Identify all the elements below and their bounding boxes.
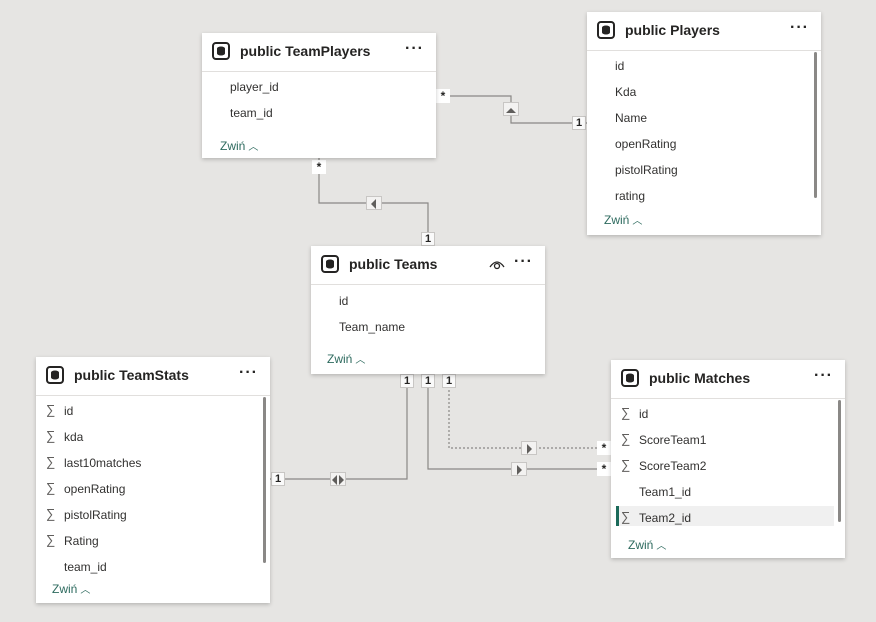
field-team-name[interactable]: Team_name: [339, 320, 406, 334]
field-team2-id[interactable]: Team2_id: [639, 511, 692, 525]
sigma-icon: ∑: [46, 480, 56, 495]
collapse-button[interactable]: Zwiń︿: [220, 138, 258, 153]
sigma-icon: ∑: [46, 402, 56, 417]
database-icon: [621, 369, 639, 387]
field-score-team1[interactable]: ScoreTeam1: [639, 433, 707, 447]
field-score-team2[interactable]: ScoreTeam2: [639, 459, 707, 473]
rel-line-teams-matches-inactive: [448, 374, 611, 449]
chevron-up-icon: ︿: [355, 355, 366, 366]
collapse-label: Zwiń: [604, 213, 630, 227]
scrollbar[interactable]: [814, 52, 817, 198]
database-icon: [321, 255, 339, 273]
cardinality-many: *: [597, 462, 611, 476]
collapse-button[interactable]: Zwiń︿: [52, 581, 90, 596]
table-card-players[interactable]: public Players ··· id Kda Name openRatin…: [587, 12, 821, 235]
field-team-id[interactable]: team_id: [64, 560, 107, 574]
table-title: public TeamStats: [74, 367, 189, 383]
sigma-icon: ∑: [46, 506, 56, 521]
collapse-label: Zwiń: [327, 352, 353, 366]
card-header[interactable]: public Matches ···: [611, 360, 845, 399]
chevron-up-icon: ︿: [80, 585, 91, 596]
field-rating[interactable]: Rating: [64, 534, 99, 548]
table-title: public Players: [625, 22, 720, 38]
field-player-id[interactable]: player_id: [230, 80, 279, 94]
sigma-icon: ∑: [621, 509, 631, 524]
field-pistol-rating[interactable]: pistolRating: [615, 163, 678, 177]
card-header[interactable]: public Players ···: [587, 12, 821, 51]
filter-direction-left-icon[interactable]: [366, 196, 382, 210]
field-pistol-rating[interactable]: pistolRating: [64, 508, 127, 522]
collapse-label: Zwiń: [220, 139, 246, 153]
cardinality-one: 1: [572, 116, 586, 130]
more-options-icon[interactable]: ···: [514, 253, 533, 270]
more-options-icon[interactable]: ···: [405, 40, 424, 57]
database-icon: [46, 366, 64, 384]
collapse-label: Zwiń: [628, 538, 654, 552]
eye-icon[interactable]: [489, 259, 505, 271]
collapse-button[interactable]: Zwiń︿: [604, 212, 642, 227]
cardinality-many: *: [312, 160, 326, 174]
collapse-button[interactable]: Zwiń︿: [628, 537, 666, 552]
more-options-icon[interactable]: ···: [239, 364, 258, 381]
sigma-icon: ∑: [621, 405, 631, 420]
field-kda[interactable]: Kda: [615, 85, 637, 99]
field-id[interactable]: id: [639, 407, 649, 421]
selected-row-highlight: [616, 506, 834, 526]
field-name[interactable]: Name: [615, 111, 648, 125]
more-options-icon[interactable]: ···: [790, 19, 809, 36]
field-last10matches[interactable]: last10matches: [64, 456, 142, 470]
sigma-icon: ∑: [46, 454, 56, 469]
card-header[interactable]: public Teams ···: [311, 246, 545, 285]
cardinality-many: *: [436, 89, 450, 103]
filter-direction-right-icon[interactable]: [521, 441, 537, 455]
sigma-icon: ∑: [46, 532, 56, 547]
field-id[interactable]: id: [339, 294, 349, 308]
cardinality-one: 1: [421, 232, 435, 246]
chevron-up-icon: ︿: [248, 142, 259, 153]
database-icon: [212, 42, 230, 60]
cardinality-one: 1: [400, 374, 414, 388]
rel-line-teams-teamstats: [270, 374, 408, 480]
rel-line-teams-matches-active: [427, 374, 611, 470]
table-card-teams[interactable]: public Teams ··· id Team_name Zwiń︿: [311, 246, 545, 374]
scrollbar[interactable]: [263, 397, 266, 563]
chevron-up-icon: ︿: [656, 541, 667, 552]
cardinality-one: 1: [271, 472, 285, 486]
sigma-icon: ∑: [621, 431, 631, 446]
chevron-up-icon: ︿: [632, 216, 643, 227]
more-options-icon[interactable]: ···: [814, 367, 833, 384]
table-title: public Teams: [349, 256, 438, 272]
table-card-teamstats[interactable]: public TeamStats ··· ∑ id ∑ kda ∑ last10…: [36, 357, 270, 603]
field-team-id[interactable]: team_id: [230, 106, 273, 120]
cardinality-many: *: [597, 441, 611, 455]
field-rating[interactable]: rating: [615, 189, 646, 203]
collapse-button[interactable]: Zwiń︿: [327, 351, 365, 366]
card-header[interactable]: public TeamPlayers ···: [202, 33, 436, 72]
card-header[interactable]: public TeamStats ···: [36, 357, 270, 396]
table-title: public Matches: [649, 370, 751, 386]
table-card-teamplayers[interactable]: public TeamPlayers ··· player_id team_id…: [202, 33, 436, 158]
field-open-rating[interactable]: openRating: [64, 482, 126, 496]
field-kda[interactable]: kda: [64, 430, 84, 444]
field-id[interactable]: id: [615, 59, 625, 73]
field-open-rating[interactable]: openRating: [615, 137, 677, 151]
table-card-matches[interactable]: public Matches ··· ∑ id ∑ ScoreTeam1 ∑ S…: [611, 360, 845, 558]
field-team1-id[interactable]: Team1_id: [639, 485, 692, 499]
filter-direction-both-icon[interactable]: [330, 472, 346, 486]
sigma-icon: ∑: [621, 457, 631, 472]
cardinality-one: 1: [421, 374, 435, 388]
table-title: public TeamPlayers: [240, 43, 371, 59]
field-id[interactable]: id: [64, 404, 74, 418]
scrollbar[interactable]: [838, 400, 841, 522]
database-icon: [597, 21, 615, 39]
sigma-icon: ∑: [46, 428, 56, 443]
relationship-marker: [616, 506, 619, 526]
filter-direction-up-icon[interactable]: [503, 102, 519, 116]
cardinality-one: 1: [442, 374, 456, 388]
filter-direction-right-icon[interactable]: [511, 462, 527, 476]
collapse-label: Zwiń: [52, 582, 78, 596]
